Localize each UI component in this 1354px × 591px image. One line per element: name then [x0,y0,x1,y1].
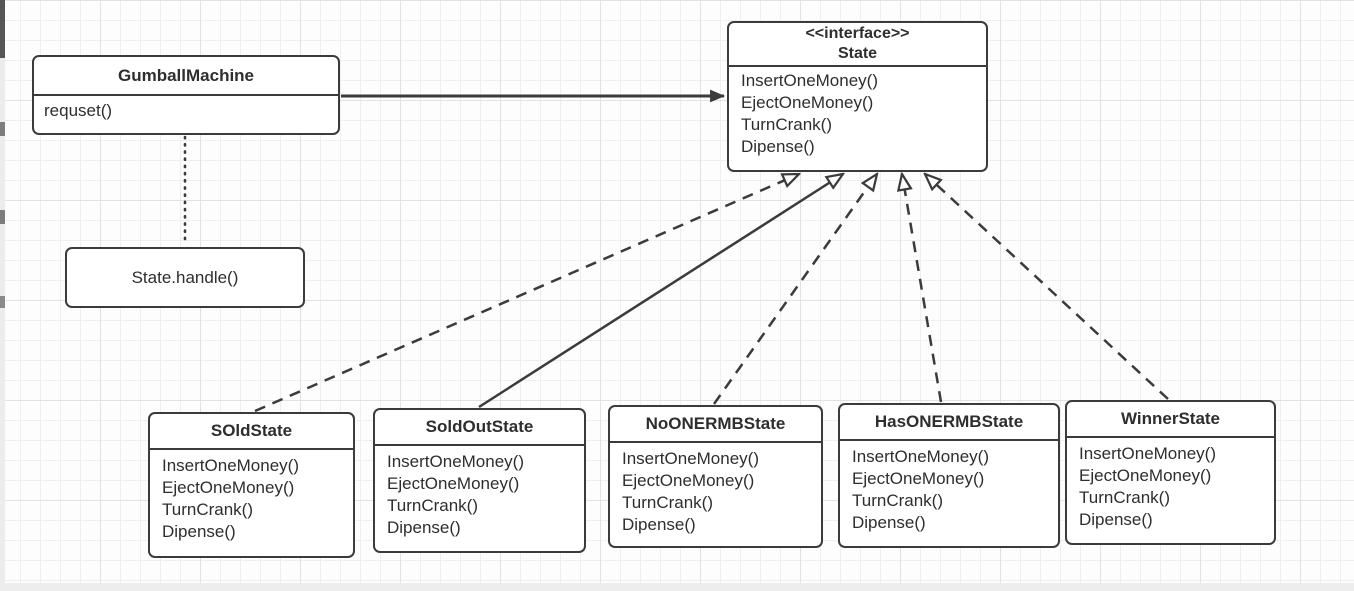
note-state-handle[interactable]: State.handle() [65,247,305,308]
class-title: NoONERMBState [610,407,821,443]
window-edge-segment [0,0,5,58]
class-title: State [837,45,878,62]
realization-hasonermbstate-to-state[interactable] [902,174,943,403]
class-sold-state[interactable]: SOldState InsertOneMoney() EjectOneMoney… [148,412,355,558]
class-title: SOldState [150,414,353,450]
interface-stereotype: <<interface>> [805,25,910,42]
class-has-one-rmb-state[interactable]: HasONERMBState InsertOneMoney() EjectOne… [838,403,1060,548]
method-label: Dipense() [741,137,815,156]
class-winner-state[interactable]: WinnerState InsertOneMoney() EjectOneMon… [1065,400,1276,545]
method-label: Dipense() [387,518,461,537]
method-label: EjectOneMoney() [387,474,520,493]
class-sold-out-state[interactable]: SoldOutState InsertOneMoney() EjectOneMo… [373,408,586,553]
method-label: TurnCrank() [622,493,713,512]
method-label: TurnCrank() [162,500,253,519]
method-label: TurnCrank() [1079,488,1170,507]
class-state-interface[interactable]: <<interface>> State InsertOneMoney() Eje… [727,21,988,172]
method-label: Dipense() [1079,510,1153,529]
realization-soldoutstate-to-state[interactable] [478,174,843,409]
method-label: Dipense() [162,522,236,541]
method-label: InsertOneMoney() [1079,444,1216,463]
window-edge-segment [0,210,5,224]
method-label: InsertOneMoney() [622,449,759,468]
note-label: State.handle() [131,267,239,287]
realization-soldstate-to-state[interactable] [254,174,799,413]
method-label: TurnCrank() [741,115,832,134]
method-label: EjectOneMoney() [741,93,874,112]
method-label: EjectOneMoney() [622,471,755,490]
method-label: EjectOneMoney() [852,469,985,488]
window-edge-segment [0,122,5,136]
class-title: SoldOutState [375,410,584,446]
class-title: HasONERMBState [840,405,1058,441]
method-label: Dipense() [622,515,696,534]
window-edge-segment [0,296,5,308]
class-no-one-rmb-state[interactable]: NoONERMBState InsertOneMoney() EjectOneM… [608,405,823,548]
method-label: EjectOneMoney() [1079,466,1212,485]
method-label: Dipense() [852,513,926,532]
class-title: GumballMachine [34,57,338,96]
class-title: WinnerState [1067,402,1274,438]
window-left-edge [0,0,5,591]
method-label: InsertOneMoney() [387,452,524,471]
method-label: InsertOneMoney() [741,71,878,90]
realization-noonermbstate-to-state[interactable] [712,174,877,405]
method-label: InsertOneMoney() [162,456,299,475]
method-label: EjectOneMoney() [162,478,295,497]
method-label: InsertOneMoney() [852,447,989,466]
method-label: requset() [44,101,113,120]
window-bottom-edge [0,583,1354,591]
method-label: TurnCrank() [852,491,943,510]
method-label: TurnCrank() [387,496,478,515]
realization-winnerstate-to-state[interactable] [925,174,1169,400]
class-gumball-machine[interactable]: GumballMachine requset() [32,55,340,135]
